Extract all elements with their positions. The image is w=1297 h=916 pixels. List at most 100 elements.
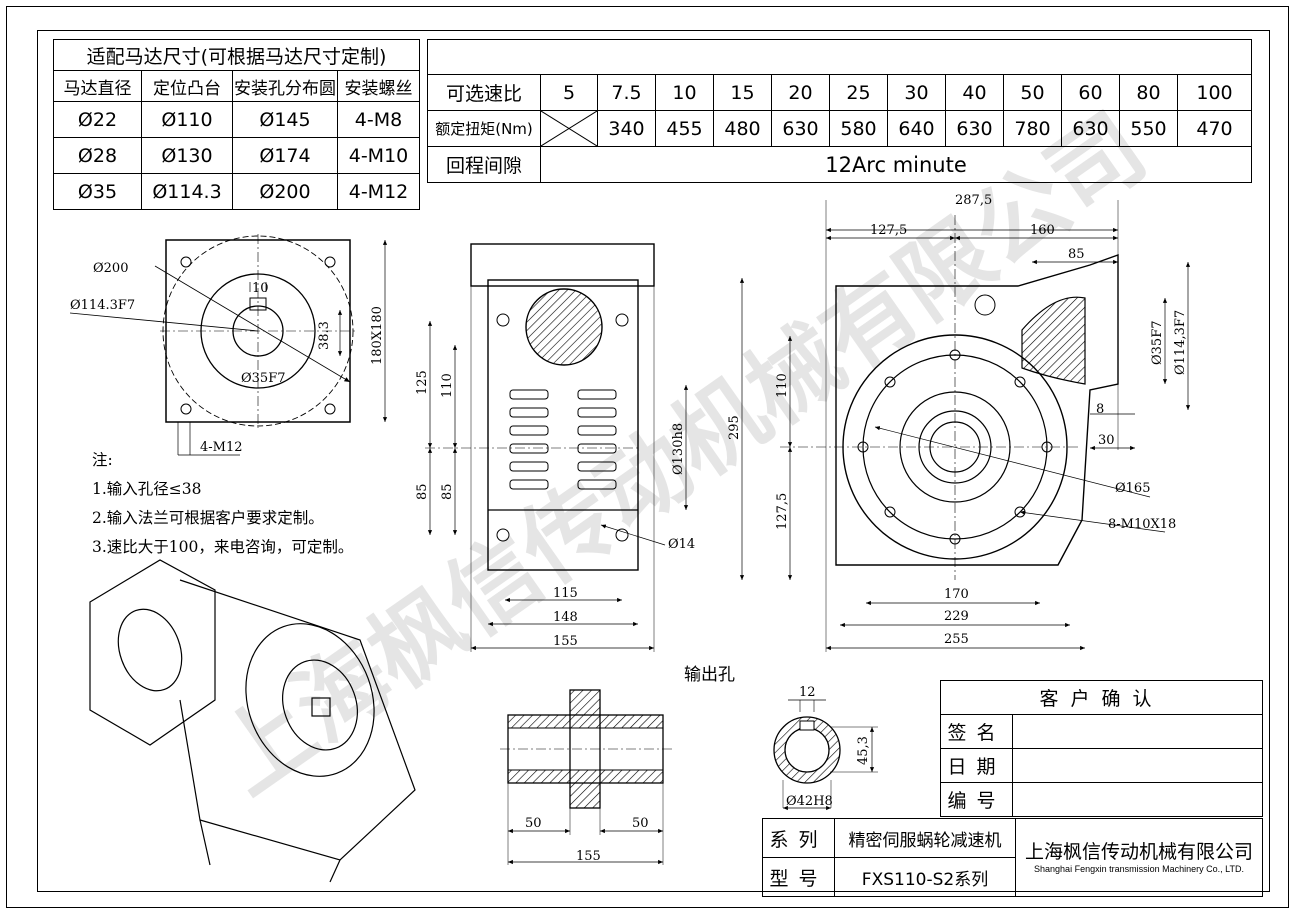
dim-50a: 50	[525, 816, 542, 831]
ratio-table: 可选速比 5 7.5 10 15 20 25 30 40 50 60 80 10…	[427, 39, 1252, 183]
torque-cell: 455	[655, 110, 714, 147]
ratio-cell: 40	[945, 74, 1004, 111]
company-block: 上海枫信传动机械有限公司 Shanghai Fengxin transmissi…	[1015, 818, 1263, 897]
inner-frame	[37, 30, 1270, 892]
sign-label: 签名	[940, 714, 1013, 749]
dim-155: 155	[553, 634, 578, 649]
series-value: 精密伺服蜗轮减速机	[834, 818, 1016, 858]
dim-d200: Ø200	[93, 261, 128, 276]
dim-85a: 85	[415, 483, 430, 500]
dim-8-m10: 8-M10X18	[1108, 517, 1176, 532]
ratio-cell: 20	[771, 74, 830, 111]
torque-cell: 630	[771, 110, 830, 147]
ratio-table-blank-row	[427, 39, 1252, 75]
dim-170: 170	[944, 587, 969, 602]
dim-110: 110	[440, 373, 455, 398]
company-name-cn: 上海枫信传动机械有限公司	[1024, 840, 1253, 863]
torque-cell: 470	[1177, 110, 1252, 147]
motor-cell: 4-M10	[337, 137, 420, 174]
dim-295: 295	[727, 415, 742, 440]
motor-col-header: 安装孔分布圆	[232, 70, 338, 102]
dim-8: 8	[1096, 402, 1104, 417]
ratio-cell: 10	[655, 74, 714, 111]
dim-14: Ø14	[668, 537, 695, 552]
cross-mark	[541, 111, 597, 146]
dim-125: 125	[415, 370, 430, 395]
motor-cell: Ø28	[53, 137, 142, 174]
dim-42h8: Ø42H8	[786, 794, 833, 809]
backlash-value: 12Arc minute	[540, 146, 1252, 183]
dim-square: 180X180	[370, 306, 385, 365]
dim-229: 229	[944, 609, 969, 624]
dim-85: 85	[1068, 247, 1085, 262]
date-label: 日期	[940, 748, 1013, 783]
dim-130h8: Ø130h8	[671, 423, 686, 475]
company-name-en: Shanghai Fengxin transmission Machinery …	[1034, 863, 1244, 874]
torque-cell: 340	[597, 110, 656, 147]
motor-cell: Ø145	[232, 101, 338, 138]
note-item: 1.输入孔径≤38	[92, 480, 202, 498]
motor-cell: Ø130	[141, 137, 233, 174]
motor-cell: Ø35	[53, 173, 142, 210]
ratio-cell: 100	[1177, 74, 1252, 111]
torque-cell: 630	[945, 110, 1004, 147]
motor-cell: Ø200	[232, 173, 338, 210]
note-item: 2.输入法兰可根据客户要求定制。	[92, 509, 324, 527]
motor-cell: Ø110	[141, 101, 233, 138]
dim-d114: Ø114.3F7	[70, 298, 135, 313]
sign-field[interactable]	[1012, 714, 1263, 749]
date-field[interactable]	[1012, 748, 1263, 783]
dim-85b: 85	[440, 483, 455, 500]
motor-cell: 4-M12	[337, 173, 420, 210]
dim-115: 115	[553, 586, 578, 601]
series-table: 系列 精密伺服蜗轮减速机 上海枫信传动机械有限公司 Shanghai Fengx…	[762, 818, 1263, 897]
dim-165: Ø165	[1115, 481, 1150, 496]
customer-confirm-title: 客户确认	[940, 680, 1263, 715]
note-item: 3.速比大于100，来电咨询，可定制。	[92, 538, 354, 556]
dim-114f7: Ø114,3F7	[1173, 310, 1188, 375]
dim-155-output: 155	[576, 849, 601, 864]
dim-bolts: 4-M12	[200, 440, 243, 455]
ratio-cell: 30	[887, 74, 946, 111]
ratio-label: 可选速比	[427, 74, 541, 111]
number-label: 编号	[940, 782, 1013, 817]
dim-127-top: 127,5	[870, 223, 907, 238]
torque-cell: 480	[713, 110, 772, 147]
motor-cell: 4-M8	[337, 101, 420, 138]
ratio-cell: 7.5	[597, 74, 656, 111]
motor-cell: Ø114.3	[141, 173, 233, 210]
dim-35f7: Ø35F7	[1150, 321, 1165, 366]
dim-255: 255	[944, 632, 969, 647]
ratio-cell: 60	[1061, 74, 1120, 111]
notes-title: 注:	[92, 451, 113, 469]
dim-127-left: 127,5	[775, 493, 790, 530]
backlash-label: 回程间隙	[427, 146, 541, 183]
torque-cell: 640	[887, 110, 946, 147]
customer-confirm-table: 客户确认 签名 日期 编号	[940, 680, 1263, 817]
dim-30: 30	[1098, 433, 1115, 448]
ratio-cell: 50	[1003, 74, 1062, 111]
dim-160: 160	[1030, 223, 1055, 238]
dim-110-main: 110	[775, 373, 790, 398]
dim-bore: Ø35F7	[241, 371, 286, 386]
number-field[interactable]	[1012, 782, 1263, 817]
motor-col-header: 马达直径	[53, 70, 142, 102]
motor-cell: Ø174	[232, 137, 338, 174]
torque-cell: 580	[829, 110, 888, 147]
motor-table-title: 适配马达尺寸(可根据马达尺寸定制)	[53, 39, 420, 71]
model-label: 型号	[762, 857, 835, 897]
dim-key12: 12	[799, 685, 816, 700]
dim-key-height: 38.3	[317, 321, 332, 350]
dim-50b: 50	[632, 816, 649, 831]
dim-148: 148	[553, 610, 578, 625]
output-hole-label: 输出孔	[684, 665, 735, 685]
motor-col-header: 定位凸台	[141, 70, 233, 102]
outer-frame	[6, 6, 1289, 908]
isometric-view	[89, 559, 416, 883]
main-view	[739, 200, 1191, 652]
side-view	[425, 243, 689, 652]
ratio-cell: 25	[829, 74, 888, 111]
dim-287: 287,5	[955, 193, 992, 208]
motor-table: 适配马达尺寸(可根据马达尺寸定制) 马达直径 定位凸台 安装孔分布圆 安装螺丝 …	[53, 39, 420, 210]
